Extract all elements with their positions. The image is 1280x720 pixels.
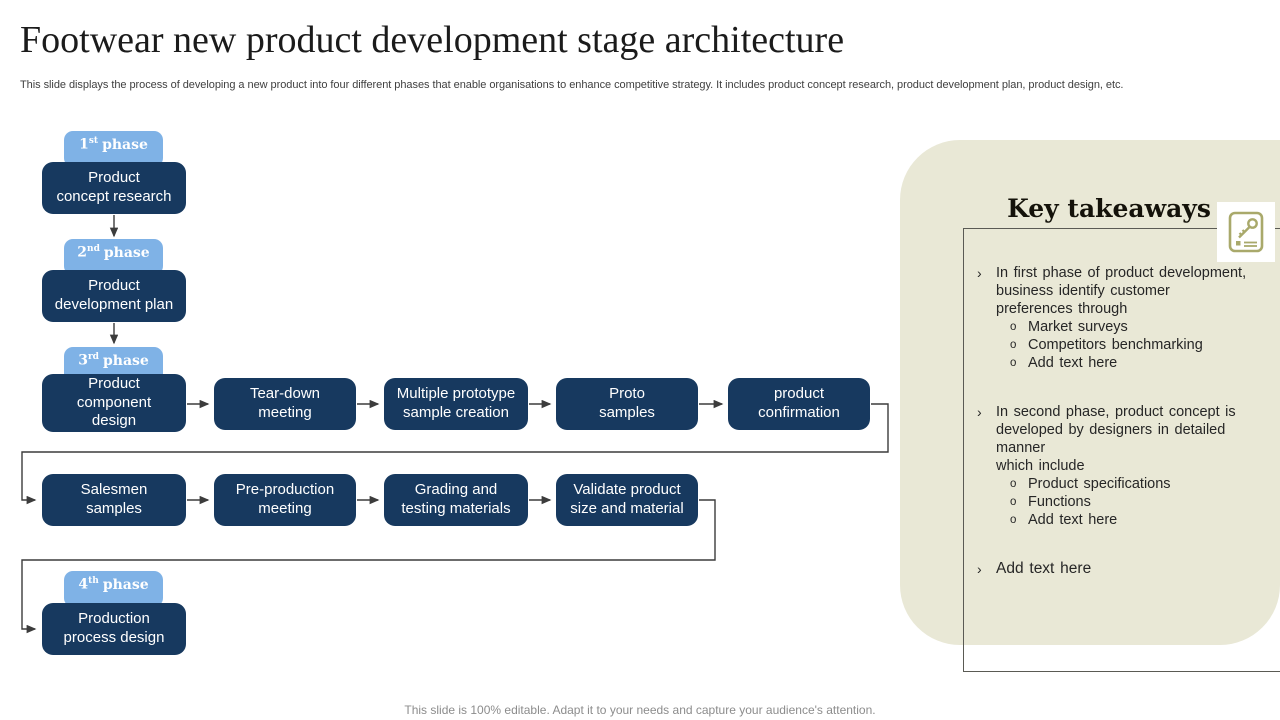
sub-bullet-icon: o xyxy=(1010,339,1017,351)
takeaway-sub-item: o Competitors benchmarking xyxy=(1010,337,1203,353)
page-title: Footwear new product development stage a… xyxy=(20,19,845,61)
flow-box-production-process-design: Production process design xyxy=(42,603,186,655)
sub-bullet-icon: o xyxy=(1010,496,1017,508)
sub-bullet-icon: o xyxy=(1010,321,1017,333)
sub-bullet-icon: o xyxy=(1010,514,1017,526)
key-note-icon xyxy=(1217,202,1275,262)
flow-box-product-component-design: Product component design xyxy=(42,374,186,432)
key-takeaways-list: › In first phase of product development,… xyxy=(977,264,1271,609)
takeaway-sub-item: o Functions xyxy=(1010,494,1091,510)
flow-box-validate-product-size: Validate product size and material xyxy=(556,474,698,526)
key-takeaways-border-box xyxy=(963,228,1280,672)
bullet-chevron-icon: › xyxy=(977,404,982,420)
key-takeaways-title: Key takeaways xyxy=(1007,194,1211,223)
takeaway-sub-item: o Add text here xyxy=(1010,512,1118,528)
flow-box-product-development-plan: Product development plan xyxy=(42,270,186,322)
takeaway-sub-item: o Market surveys xyxy=(1010,319,1128,335)
takeaway-sub-item: o Product specifications xyxy=(1010,476,1171,492)
flow-box-product-concept-research: Product concept research xyxy=(42,162,186,214)
takeaway-item: › In second phase, product concept is de… xyxy=(977,403,1271,529)
bullet-chevron-icon: › xyxy=(977,265,982,281)
sub-bullet-icon: o xyxy=(1010,478,1017,490)
slide-footer-note: This slide is 100% editable. Adapt it to… xyxy=(404,703,876,717)
flow-box-proto-samples: Proto samples xyxy=(556,378,698,430)
sub-bullet-icon: o xyxy=(1010,357,1017,369)
slide-subtitle: This slide displays the process of devel… xyxy=(20,79,1124,91)
takeaway-text: In second phase, product concept is deve… xyxy=(996,404,1236,474)
takeaway-text: In first phase of product development, b… xyxy=(996,265,1247,317)
takeaway-item: › In first phase of product development,… xyxy=(977,264,1271,372)
takeaway-text: Add text here xyxy=(996,560,1092,577)
flow-box-salesmen-samples: Salesmen samples xyxy=(42,474,186,526)
takeaway-item: › Add text here xyxy=(977,560,1271,578)
flow-box-pre-production-meeting: Pre-production meeting xyxy=(214,474,356,526)
flow-box-grading-testing-materials: Grading and testing materials xyxy=(384,474,528,526)
flow-box-multiple-prototype-sample-creation: Multiple prototype sample creation xyxy=(384,378,528,430)
flow-box-product-confirmation: product confirmation xyxy=(728,378,870,430)
bullet-chevron-icon: › xyxy=(977,561,982,577)
takeaway-sub-item: o Add text here xyxy=(1010,355,1118,371)
flow-box-tear-down-meeting: Tear-down meeting xyxy=(214,378,356,430)
